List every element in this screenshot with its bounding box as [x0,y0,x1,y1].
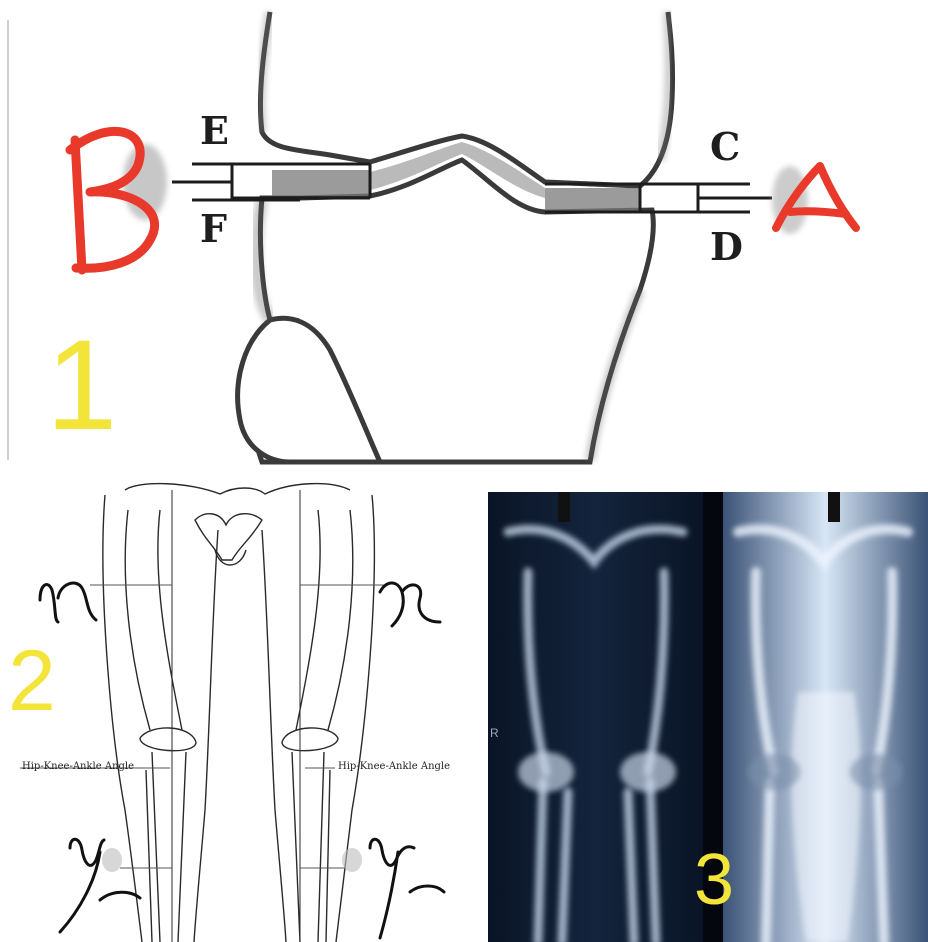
panel-number-2: 2 [8,638,56,724]
knee-joint-diagram: E F C D 1 [0,0,928,466]
knee-joint-illustration [0,0,928,466]
xray-pair: R 3 [488,492,928,942]
hka-angle-label-right: Hip-Knee-Ankle Angle [338,761,450,772]
lateral-joint-space [545,188,640,212]
lower-limb-illustration [0,480,480,942]
ankle-marker-left-glyph [60,839,140,932]
hip-marker-left-glyph [40,583,96,622]
label-f: F [200,210,227,248]
limb-alignment-diagram: Hip-Knee-Ankle Angle Hip-Knee-Ankle Angl… [0,480,480,942]
femur-bone [260,12,672,186]
side-marker-r: R [490,726,499,740]
ankle-marker-right-glyph [370,839,444,938]
medial-joint-space [272,170,370,196]
label-e: E [200,112,229,150]
marker-b-glyph [70,131,155,270]
panel-number-1: 1 [46,322,117,450]
panel-number-3: 3 [694,844,734,916]
label-c: C [710,128,740,166]
label-d: D [710,228,743,266]
hka-angle-label-left: Hip-Knee-Ankle Angle [22,761,134,772]
hip-marker-right-glyph [380,583,440,626]
